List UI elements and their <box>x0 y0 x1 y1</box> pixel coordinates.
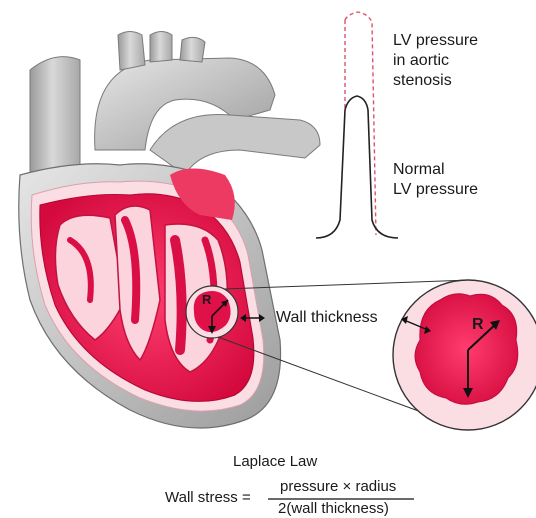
normal-pressure-curve <box>316 96 398 238</box>
equation-title: Laplace Law <box>233 453 317 471</box>
brachiocephalic-artery <box>118 32 145 71</box>
equation-lhs: Wall stress = <box>165 489 251 507</box>
wall-thickness-label: Wall thickness <box>276 308 378 327</box>
subclavian-artery <box>180 37 205 62</box>
pulmonary-artery <box>150 114 320 175</box>
wall-sample-large <box>393 280 536 430</box>
lv-pressure-aortic-line2: in aortic <box>393 51 449 70</box>
equation-numerator: pressure × radius <box>280 478 396 496</box>
normal-lv-pressure-line2: LV pressure <box>393 180 478 199</box>
large-cavity <box>415 294 518 405</box>
normal-lv-pressure-line1: Normal <box>393 160 445 179</box>
radius-label-large: R <box>472 315 484 334</box>
equation-denominator: 2(wall thickness) <box>278 500 389 518</box>
lv-pressure-aortic-line1: LV pressure <box>393 31 478 50</box>
wall-sample-small <box>186 286 238 338</box>
carotid-artery <box>150 32 172 63</box>
radius-label-small: R <box>202 290 211 309</box>
lv-pressure-aortic-line3: stenosis <box>393 71 452 90</box>
